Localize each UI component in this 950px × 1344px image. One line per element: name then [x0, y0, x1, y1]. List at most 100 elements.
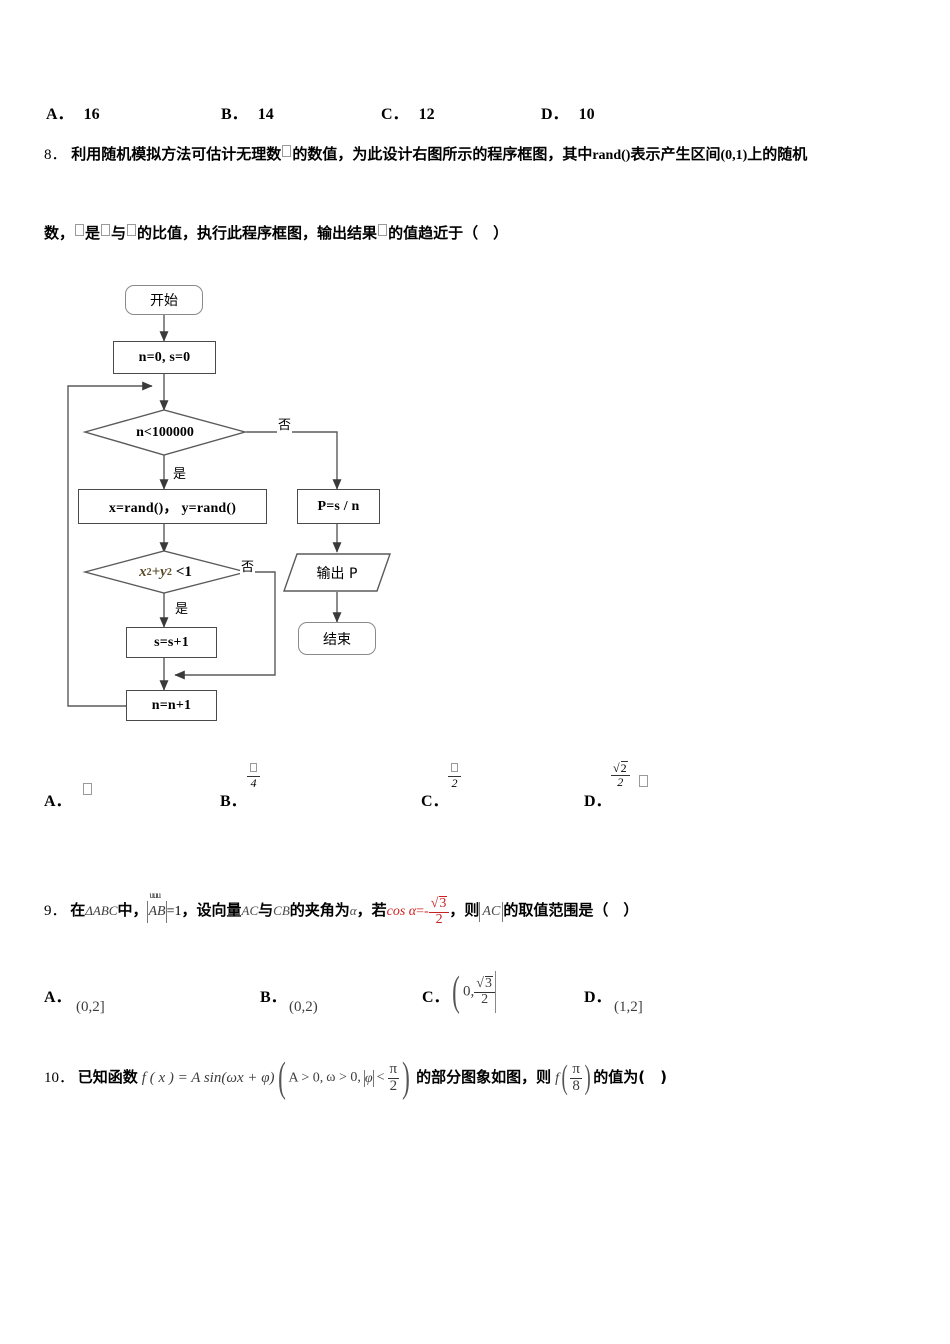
q8-option-a: A． — [44, 787, 72, 811]
q9-cos-numerator: 3 — [439, 896, 448, 911]
q9-vector-ac: AC — [241, 903, 259, 919]
q9-option-c-bracket-right-icon — [494, 971, 496, 1013]
q7-option-c-label: C． — [381, 106, 409, 123]
q9-text-8: 的取值范围是（ ） — [503, 901, 639, 920]
q8-option-c-denominator: 2 — [448, 775, 461, 790]
q9-number: 9． — [44, 903, 67, 920]
q10-condition-denominator: 2 — [387, 1077, 400, 1095]
q9-option-c-left: 0, — [463, 983, 475, 1000]
q9-option-c-label: C． — [422, 989, 450, 1006]
q8-line1-text-d: 上的随机 — [747, 145, 808, 163]
question8-stem-line1: 8． 利用随机模拟方法可估计无理数的数值，为此设计右图所示的程序框图，其中ran… — [44, 143, 934, 164]
q10-f-paren-right-icon: ) — [584, 1059, 591, 1097]
q8-option-d-numerator: 2 — [620, 761, 628, 775]
q10-condition-paren-left-icon: ( — [277, 1055, 286, 1101]
q9-triangle-abc: ΔABC — [85, 903, 118, 919]
q10-text-3: 的值为( ) — [593, 1067, 667, 1086]
q8-line1-text-a: 利用随机模拟方法可估计无理数 — [71, 145, 282, 163]
q9-cos-denominator: 2 — [428, 911, 450, 928]
q8-line1-text-c: 表示产生区间 — [630, 145, 721, 163]
q9-option-c-paren-left-icon: ( — [452, 968, 460, 1015]
q10-text-1: 已知函数 — [77, 1067, 138, 1086]
flow-node-start: 开始 — [125, 285, 203, 315]
missing-glyph-var2-icon — [101, 224, 111, 236]
flow-node-p-assign-label: P=s / n — [317, 498, 360, 514]
q8-line2-text-c: 与 — [111, 224, 127, 242]
q9-text-5: 的夹角为 — [289, 901, 350, 920]
q9-abs-bar-left — [147, 900, 149, 923]
q8-line1-text-b: 的数值，为此设计右图所示的程序框图，其中 — [292, 145, 593, 163]
q9-ac-bar-left — [479, 901, 481, 922]
q10-function-inner: (ωx + φ) — [221, 1069, 275, 1086]
flow-branch-label-cond1-yes: 是 — [172, 463, 188, 482]
q8-option-a-value-missing-glyph-icon — [83, 783, 92, 795]
q9-vector-arrow-glyph-icon: uuu — [149, 890, 160, 901]
flow-node-cond2-tail: <1 — [175, 563, 192, 580]
q9-text-3: ，设向量 — [181, 901, 242, 920]
q10-phi-bar-right — [372, 1069, 374, 1087]
q8-option-a-label: A． — [44, 793, 72, 810]
q8-line2-text-e: 的值趋近于（ ） — [388, 224, 509, 242]
flow-node-cond2-mid: +y — [151, 563, 167, 580]
missing-glyph-var1-icon — [75, 224, 85, 236]
missing-glyph-var4-icon — [378, 224, 388, 236]
flow-node-s-increment-label: s=s+1 — [154, 634, 189, 650]
q8-interval-token: (0,1) — [720, 148, 748, 163]
q9-text-7: ，则 — [449, 901, 480, 920]
q9-text-1: 在 — [70, 901, 86, 920]
flow-node-end: 结束 — [298, 622, 376, 655]
q9-eq-1: =1 — [166, 904, 182, 920]
q8-option-b-fraction: 4 — [247, 763, 260, 789]
flow-node-p-assign: P=s / n — [297, 489, 380, 524]
missing-glyph-pi-icon — [282, 145, 292, 157]
missing-glyph-var3-icon — [127, 224, 137, 236]
q10-f-label: f — [555, 1070, 560, 1086]
q8-line2-text-b: 是 — [85, 224, 101, 242]
q7-option-d-label: D． — [541, 106, 569, 123]
q8-option-d-denominator: 2 — [611, 774, 630, 789]
q7-option-b-label: B． — [221, 106, 248, 123]
q8-option-c-label: C． — [421, 793, 449, 810]
q8-option-b: B． — [220, 787, 247, 811]
flow-node-output: 输出 P — [284, 554, 390, 591]
flow-node-s-increment: s=s+1 — [126, 627, 217, 658]
q8-option-c-fraction: 2 — [448, 763, 461, 789]
q8-option-d-radical-icon: √ — [613, 761, 620, 775]
flow-node-n-increment: n=n+1 — [126, 690, 217, 721]
q7-option-a-value: 16 — [83, 106, 100, 123]
q8-line2-text-a: 数， — [44, 224, 75, 242]
flow-branch-label-cond2-no: 否 — [240, 556, 256, 575]
q8-option-d: D． — [584, 787, 612, 811]
question8-stem-line2: 数，是与的比值，执行此程序框图，输出结果的值趋近于（ ） — [44, 222, 934, 243]
q9-option-a-value: (0,2] — [76, 999, 105, 1015]
q7-option-a-label: A． — [46, 106, 74, 123]
q9-alpha-symbol: α — [349, 903, 357, 919]
q8-option-b-numerator-missing-glyph-icon — [250, 763, 257, 772]
q10-condition-paren-right-icon: ) — [402, 1055, 410, 1101]
flow-node-output-label: 输出 P — [316, 565, 358, 582]
q7-option-b-value: 14 — [257, 106, 274, 123]
flow-node-cond1-label: n<100000 — [136, 424, 194, 440]
flow-node-cond2-exp1: 2 — [146, 566, 152, 578]
q8-option-d-label: D． — [584, 793, 612, 810]
flow-node-cond1: n<100000 — [85, 410, 245, 455]
q9-option-b-label: B． — [260, 989, 287, 1006]
q9-cos-equals: =- — [416, 904, 429, 920]
q10-condition-lt: < — [376, 1070, 385, 1086]
q9-abs-ac: AC — [482, 904, 501, 920]
q8-option-d-fraction: √2 2 — [611, 761, 630, 788]
q9-text-2: 中， — [117, 901, 148, 920]
q9-abs-bar-right — [165, 900, 167, 923]
q10-number: 10． — [44, 1069, 75, 1086]
q7-option-d-value: 10 — [578, 106, 595, 123]
q9-option-b-value: (0,2) — [289, 999, 318, 1015]
q8-option-c: C． — [421, 787, 449, 811]
q10-text-2: 的部分图象如图，则 — [416, 1067, 552, 1086]
q9-text-4: 与 — [258, 901, 274, 920]
question7-options-row: A． 16 B． 14 C． 12 D． 10 — [46, 100, 916, 124]
flow-branch-label-cond1-no: 否 — [277, 414, 293, 433]
q10-f-numerator: π — [572, 1061, 580, 1078]
